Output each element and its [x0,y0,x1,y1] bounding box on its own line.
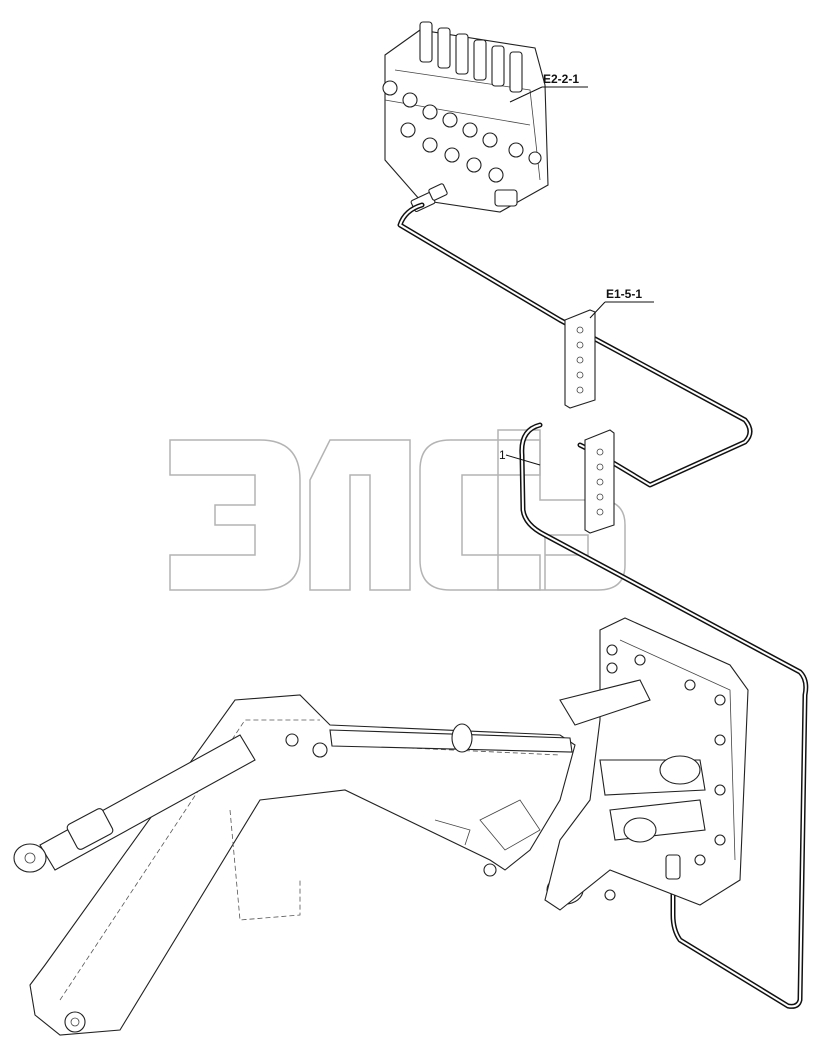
hydraulic-hose [397,202,809,1009]
frame-hose-fitting [665,854,681,880]
valve-spools [419,21,523,93]
callout-valve-label: E2-2-1 [543,72,579,86]
connector-block-lower [584,429,615,534]
boom-arm-assembly [13,694,584,1036]
frame-bolts [604,644,726,901]
mounting-frame [544,617,749,911]
valve-ports [382,80,542,183]
connector-block-upper [564,309,596,409]
watermark-logo: TM [169,429,626,591]
callout-block: E1-5-1 [589,287,654,319]
callout-item-label: 1 [499,448,506,462]
callout-valve: E2-2-1 [509,72,588,103]
callout-block-label: E1-5-1 [606,287,642,301]
boom-cylinder [13,734,256,873]
control-valve-assembly [382,21,549,213]
callout-item: 1 [499,448,541,466]
